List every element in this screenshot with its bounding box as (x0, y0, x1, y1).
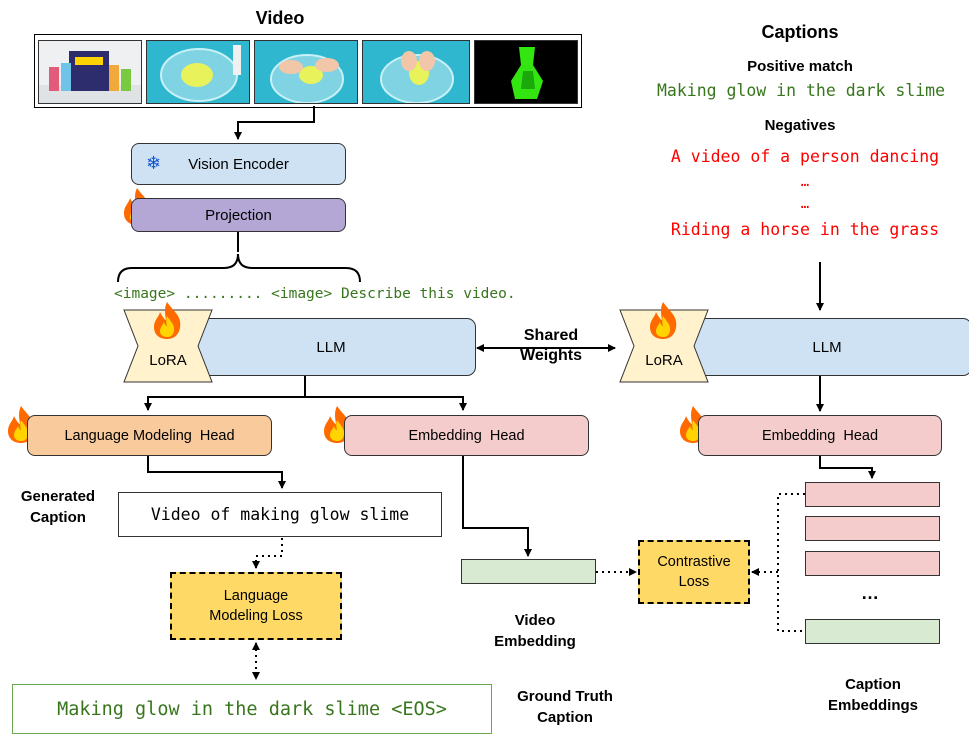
lora-left-shape (123, 309, 213, 383)
llm-right-label: LLM (812, 338, 842, 356)
positive-caption: Making glow in the dark slime (656, 81, 946, 100)
video-frame-4 (362, 40, 470, 104)
ground-truth-label: Ground Truth Caption (517, 688, 613, 726)
lm-head-label: Language Modeling Head (64, 427, 235, 444)
llm-right-box: LLM (682, 318, 969, 376)
contrastive-loss-box: Contrastive Loss (638, 540, 750, 604)
video-frame-5 (474, 40, 578, 104)
embedding-head-left-box: Embedding Head (344, 415, 589, 456)
ground-truth-caption-box: Making glow in the dark slime <EOS> (12, 684, 492, 734)
negative-caption: Riding a horse in the grass (670, 220, 940, 239)
lm-loss-label: Language Modeling Loss (209, 588, 303, 624)
lora-right-shape (619, 309, 709, 383)
positive-match-label: Positive match (747, 58, 853, 75)
embedding-head-left-label: Embedding Head (408, 427, 525, 444)
video-frames-strip (34, 34, 582, 108)
lora-left-label: LoRA (149, 352, 187, 369)
video-title: Video (255, 8, 305, 28)
vision-encoder-label: Vision Encoder (188, 155, 289, 173)
flame-icon (650, 302, 677, 339)
generated-caption-label: Generated Caption (20, 488, 96, 526)
captions-title: Captions (761, 22, 839, 42)
caption-embedding-bar (805, 482, 940, 507)
video-embedding-bar (461, 559, 596, 584)
shared-weights-label: Shared Weights (520, 327, 582, 364)
flame-icon (324, 406, 351, 443)
llm-left-box: LLM (186, 318, 476, 376)
embedding-head-right-box: Embedding Head (698, 415, 942, 456)
caption-embedding-bar (805, 516, 940, 541)
negative-caption-ellipsis: … (800, 174, 810, 190)
lm-head-box: Language Modeling Head (27, 415, 272, 456)
contrastive-loss-label: Contrastive Loss (657, 554, 731, 590)
prompt-text: <image> ......... <image> Describe this … (114, 286, 516, 302)
projection-label: Projection (205, 206, 272, 224)
embedding-head-right-label: Embedding Head (761, 427, 879, 444)
video-frame-2 (146, 40, 250, 104)
generated-caption-text: Video of making glow slime (150, 505, 410, 524)
video-frame-3 (254, 40, 358, 104)
flame-icon (154, 302, 181, 339)
negatives-label: Negatives (764, 117, 836, 134)
caption-embeddings-label: Caption Embeddings (827, 676, 918, 714)
negative-caption-ellipsis: … (800, 196, 810, 212)
projection-box: Projection (131, 198, 346, 232)
generated-caption-box: Video of making glow slime (118, 492, 442, 537)
negative-caption: A video of a person dancing (670, 147, 940, 166)
lm-loss-box: Language Modeling Loss (170, 572, 342, 640)
snowflake-icon: ❄ (146, 153, 162, 173)
caption-embedding-bar (805, 619, 940, 644)
video-embedding-label: Video Embedding (494, 612, 576, 650)
vision-encoder-box: ❄ Vision Encoder (131, 143, 346, 185)
video-frame-1 (38, 40, 142, 104)
ground-truth-caption-text: Making glow in the dark slime <EOS> (57, 698, 447, 720)
caption-embeddings-ellipsis: … (861, 583, 879, 603)
llm-left-label: LLM (316, 338, 346, 356)
caption-embedding-bar (805, 551, 940, 576)
lora-right-label: LoRA (645, 352, 683, 369)
